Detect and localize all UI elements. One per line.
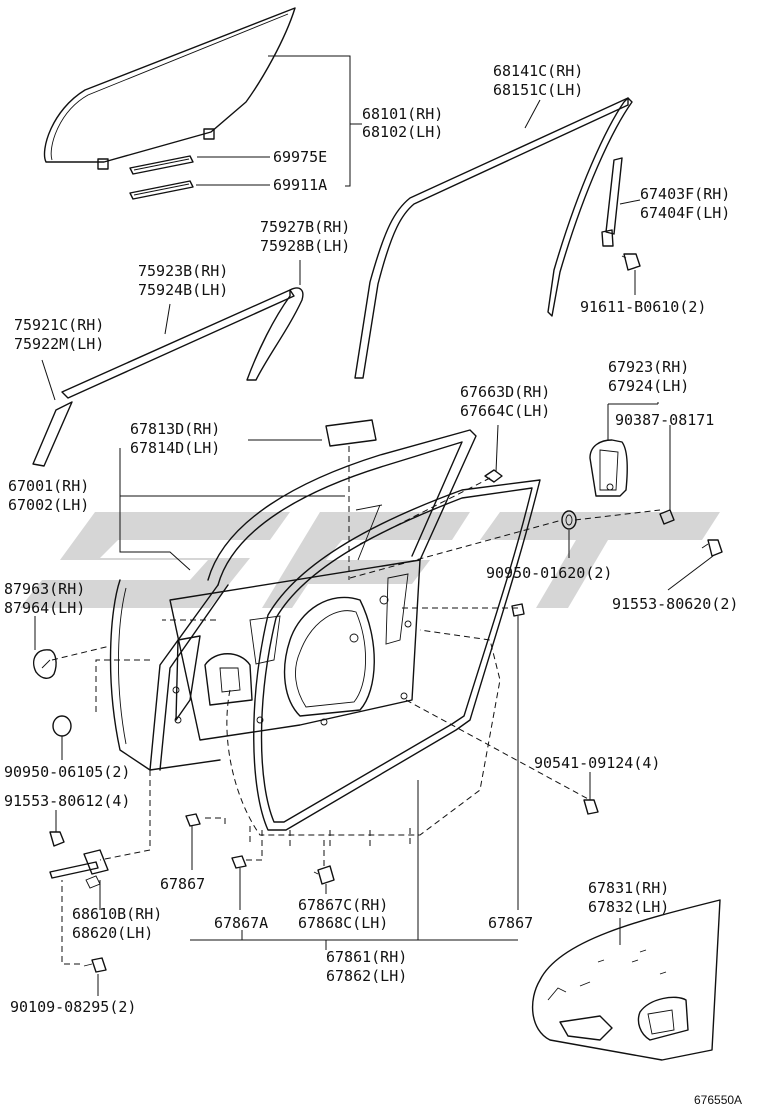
label-68620: 68620(LH) [72, 924, 153, 942]
label-68101: 68101(RH) [362, 105, 443, 123]
leader-67663D [495, 424, 499, 473]
door-check-68610B [49, 849, 109, 889]
label-67867-left: 67867 [160, 875, 205, 893]
label-90387: 90387-08171 [615, 411, 714, 429]
dash-right [349, 477, 591, 801]
leader-68141C [524, 99, 541, 129]
grommet-90950-01620 [561, 510, 577, 530]
dash-front-lower [95, 619, 216, 861]
glass-channel-69975E [129, 155, 194, 175]
label-91553-80612: 91553-80612(4) [4, 792, 130, 810]
leader-67861 [190, 780, 518, 950]
label-91611: 91611-B0610(2) [580, 298, 706, 316]
label-91553-80620: 91553-80620(2) [612, 595, 738, 613]
label-75928B: 75928B(LH) [260, 237, 350, 255]
label-68151C: 68151C(LH) [493, 81, 583, 99]
label-90541: 90541-09124(4) [534, 754, 660, 772]
plug-90950-06105 [52, 715, 72, 737]
label-67867A: 67867A [214, 914, 268, 932]
label-67404F: 67404F(LH) [640, 204, 730, 222]
label-67862: 67862(LH) [326, 967, 407, 985]
label-87963: 87963(RH) [4, 580, 85, 598]
clip-67867A [231, 855, 247, 869]
label-67813D: 67813D(RH) [130, 420, 220, 438]
label-90950-06105: 90950-06105(2) [4, 763, 130, 781]
label-67867-right: 67867 [488, 914, 533, 932]
trim-cover-87963 [32, 649, 57, 679]
bolt-91553-80612 [49, 831, 65, 847]
clip-67867-left [185, 813, 201, 827]
label-67861: 67861(RH) [326, 948, 407, 966]
label-90109: 90109-08295(2) [10, 998, 136, 1016]
bolt-90109 [83, 957, 107, 973]
service-cover-part [325, 419, 377, 447]
label-67664C: 67664C(LH) [460, 402, 550, 420]
label-67403F: 67403F(RH) [640, 185, 730, 203]
leader-67403F [619, 199, 641, 205]
dash-cover [51, 509, 661, 661]
front-door-panel [109, 429, 477, 771]
label-67867C: 67867C(RH) [298, 896, 388, 914]
label-68102: 68102(LH) [362, 123, 443, 141]
label-69911A: 69911A [273, 176, 327, 194]
label-67832: 67832(LH) [588, 898, 669, 916]
label-67924: 67924(LH) [608, 377, 689, 395]
label-67663D: 67663D(RH) [460, 383, 550, 401]
clip-90387 [659, 509, 675, 525]
label-75927B: 75927B(RH) [260, 218, 350, 236]
pillar-garnish-75927B [246, 287, 304, 381]
label-68610B: 68610B(RH) [72, 905, 162, 923]
label-68141C: 68141C(RH) [493, 62, 583, 80]
label-67002: 67002(LH) [8, 496, 89, 514]
label-75922M: 75922M(LH) [14, 335, 104, 353]
label-67001: 67001(RH) [8, 477, 89, 495]
diagram-id: 676550A [694, 1093, 742, 1107]
leader-67923 [607, 402, 659, 440]
clip-67867-right [511, 603, 525, 617]
label-67814D: 67814D(LH) [130, 439, 220, 457]
label-75924B: 75924B(LH) [138, 281, 228, 299]
clip-67867C [313, 865, 335, 885]
screw-90541 [583, 799, 599, 815]
leader-75923B [164, 303, 171, 335]
striker-67663D [484, 469, 503, 483]
door-glass-part [43, 7, 296, 170]
glass-channel-69911A [129, 180, 194, 200]
leader-67001 [119, 448, 345, 571]
label-67831: 67831(RH) [588, 879, 669, 897]
leader-91553-80620 [667, 555, 714, 591]
label-67868C: 67868C(LH) [298, 914, 388, 932]
label-75921C: 75921C(RH) [14, 316, 104, 334]
label-67923: 67923(RH) [608, 358, 689, 376]
watermark-logo [20, 512, 720, 608]
outside-moulding-75923B [61, 289, 295, 399]
label-90950-01620: 90950-01620(2) [486, 564, 612, 582]
division-bar-part [601, 157, 623, 247]
label-87964: 87964(LH) [4, 599, 85, 617]
leader-75921C [41, 359, 56, 401]
bolt-91553-80620 [701, 539, 723, 557]
bolt-91611 [621, 253, 641, 271]
label-69975E: 69975E [273, 148, 327, 166]
label-75923B: 75923B(RH) [138, 262, 228, 280]
door-weatherstrip-part [226, 479, 541, 846]
dash-check-bolt [61, 880, 80, 965]
leader-68101 [196, 55, 362, 187]
glass-run-part [354, 97, 633, 379]
dash-clip-lower [205, 817, 325, 866]
door-trim-panel [531, 899, 721, 1061]
pillar-garnish-75921C [32, 401, 73, 467]
mirror-cover-part [589, 439, 628, 497]
